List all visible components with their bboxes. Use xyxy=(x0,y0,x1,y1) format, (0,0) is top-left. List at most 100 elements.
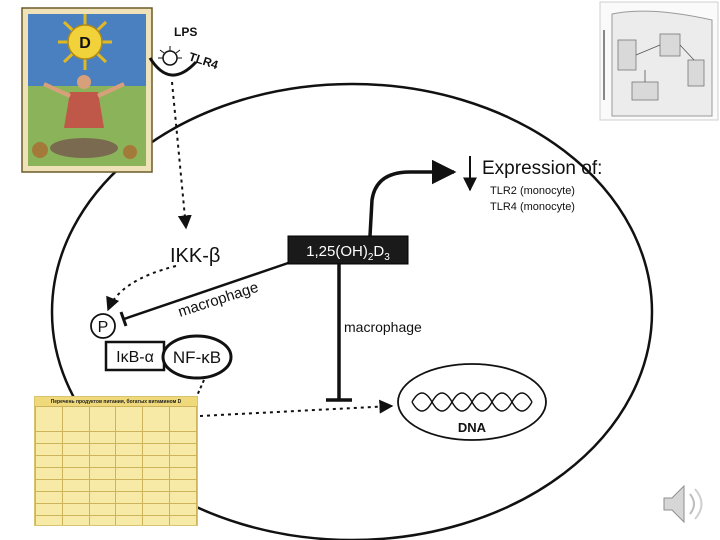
table-cell xyxy=(35,479,63,492)
phosphate-label: P xyxy=(98,319,109,336)
macrophage-label-down: macrophage xyxy=(344,319,422,335)
table-cell xyxy=(169,431,197,444)
table-cell xyxy=(88,455,117,468)
vitd-d: D xyxy=(373,243,384,260)
cell-diagram-thumbnail xyxy=(599,1,719,121)
table-cell xyxy=(142,455,171,468)
dotted-arrow-ikk-to-p xyxy=(106,265,177,312)
table-row xyxy=(35,479,197,492)
table-row xyxy=(35,431,197,444)
table-row xyxy=(35,503,197,516)
table-cell xyxy=(35,515,63,525)
table-cell xyxy=(115,467,144,480)
arrow-to-expression xyxy=(368,159,457,237)
sun-illustration xyxy=(21,7,153,173)
table-header-cell xyxy=(35,406,63,432)
table-cell xyxy=(142,431,171,444)
table-cell xyxy=(61,443,90,456)
table-cell xyxy=(142,515,171,525)
table-cell xyxy=(142,491,171,504)
table-cell xyxy=(35,467,63,480)
dna-helix-icon xyxy=(411,392,533,412)
ikb-alpha-label: IκB-α xyxy=(116,349,154,366)
table-row xyxy=(35,467,197,480)
inhibition-line-to-ikk xyxy=(123,259,295,321)
speaker-icon[interactable] xyxy=(663,484,703,524)
table-cell xyxy=(88,467,117,480)
tlr4-receptor xyxy=(148,46,198,77)
table-cell xyxy=(61,515,90,525)
table-cell xyxy=(115,455,144,468)
table-cell xyxy=(35,503,63,516)
table-cell xyxy=(61,479,90,492)
table-body xyxy=(35,431,197,525)
table-cell xyxy=(169,515,197,525)
inhibition-bar-left xyxy=(119,311,128,327)
vitamin-d3-label: 1,25(OH)2D3 xyxy=(306,243,390,263)
table-cell xyxy=(169,443,197,456)
table-row xyxy=(35,515,197,525)
nfkb-ellipse xyxy=(161,334,233,380)
vitd-sub3: 3 xyxy=(384,252,390,263)
table-cell xyxy=(35,431,63,444)
sun-letter: D xyxy=(79,35,91,52)
table-header-row xyxy=(35,406,197,432)
table-cell xyxy=(88,431,117,444)
table-cell xyxy=(115,479,144,492)
expression-tlr2: TLR2 (monocyte) xyxy=(490,185,575,197)
table-cell xyxy=(142,503,171,516)
table-cell xyxy=(115,515,144,525)
table-cell xyxy=(169,467,197,480)
table-cell xyxy=(88,479,117,492)
table-cell xyxy=(88,491,117,504)
table-cell xyxy=(88,515,117,525)
expression-title: Expression of: xyxy=(482,158,602,179)
vitd-sub2: 2 xyxy=(368,252,374,263)
table-cell xyxy=(169,503,197,516)
dna-label: DNA xyxy=(458,420,487,435)
ikk-beta-label: IKK-β xyxy=(170,245,220,267)
table-header-cell xyxy=(88,406,117,432)
table-row xyxy=(35,491,197,504)
lps-label: LPS xyxy=(174,25,197,39)
table-cell xyxy=(61,503,90,516)
table-grid xyxy=(35,406,197,525)
table-cell xyxy=(169,455,197,468)
table-cell xyxy=(142,479,171,492)
table-cell xyxy=(61,467,90,480)
table-cell xyxy=(115,503,144,516)
table-cell xyxy=(115,431,144,444)
table-header-cell xyxy=(61,406,90,432)
table-cell xyxy=(61,455,90,468)
vitd-prefix: 1,25(OH) xyxy=(306,243,368,260)
macrophage-label-left: macrophage xyxy=(176,279,261,321)
table-title: Перечень продуктов питания, богатых вита… xyxy=(35,397,197,406)
table-cell xyxy=(88,443,117,456)
table-cell xyxy=(35,455,63,468)
nfkb-label: NF-κB xyxy=(173,348,221,367)
table-cell xyxy=(115,443,144,456)
table-header-cell xyxy=(142,406,171,432)
phosphate-circle xyxy=(90,313,116,339)
table-cell xyxy=(61,431,90,444)
expression-tlr4: TLR4 (monocyte) xyxy=(490,201,575,213)
table-cell xyxy=(35,443,63,456)
dotted-arrow-tlr4-to-ikk xyxy=(171,81,192,230)
tlr4-label: TLR4 xyxy=(187,50,220,73)
table-cell xyxy=(169,479,197,492)
table-cell xyxy=(169,491,197,504)
table-row xyxy=(35,455,197,468)
vitamin-d-foods-table: Перечень продуктов питания, богатых вита… xyxy=(34,396,198,526)
table-header-cell xyxy=(115,406,144,432)
vitamin-d3-box xyxy=(287,235,409,265)
table-cell xyxy=(88,503,117,516)
table-cell xyxy=(142,443,171,456)
table-cell xyxy=(142,467,171,480)
table-cell xyxy=(115,491,144,504)
cell-membrane xyxy=(50,82,654,540)
table-row xyxy=(35,443,197,456)
table-cell xyxy=(61,491,90,504)
table-header-cell xyxy=(169,406,197,432)
table-cell xyxy=(35,491,63,504)
